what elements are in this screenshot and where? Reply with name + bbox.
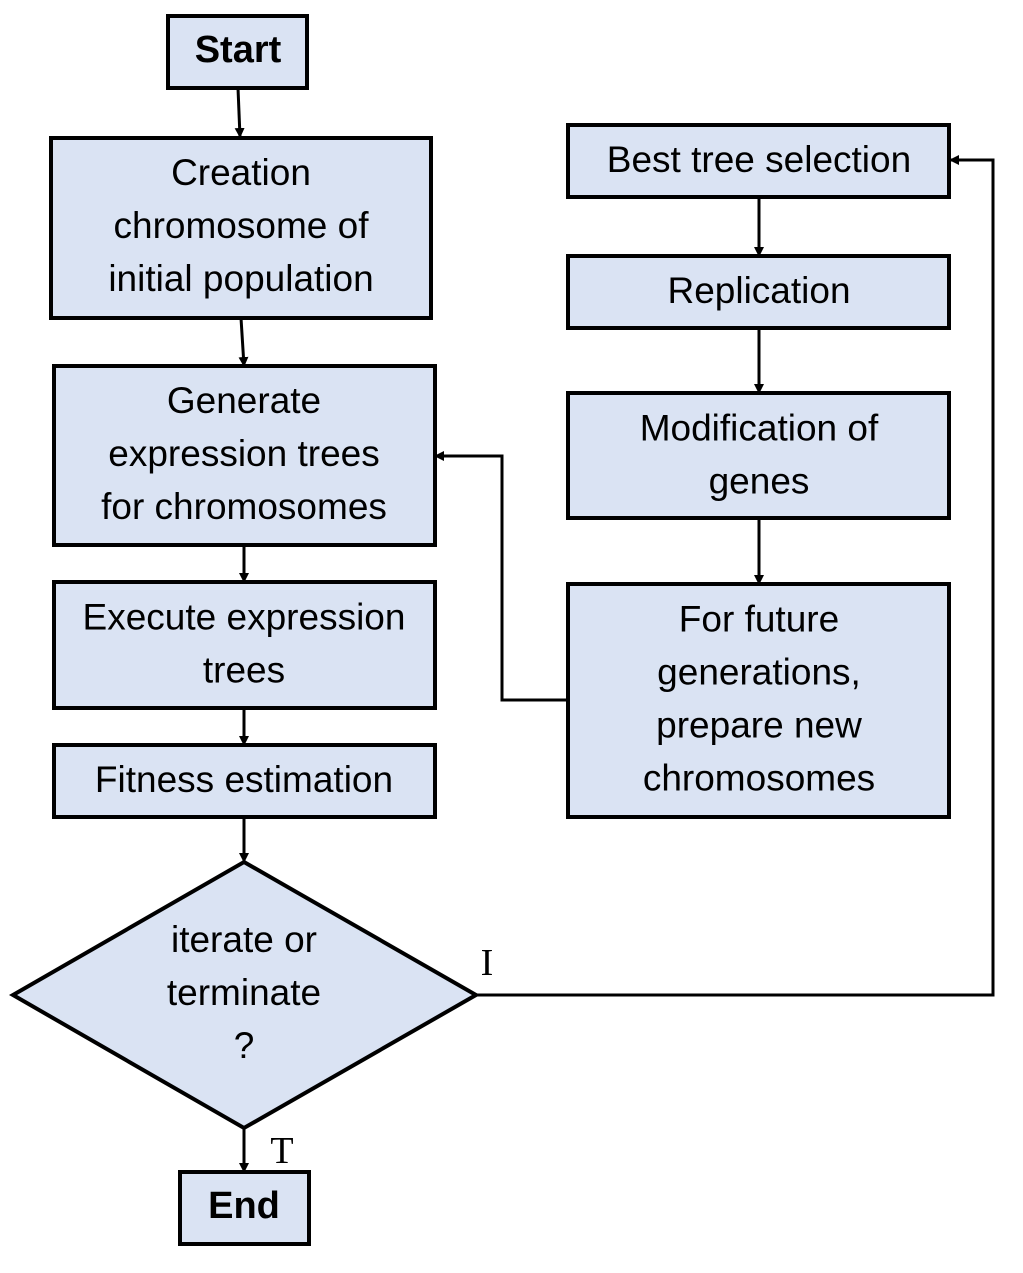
node-future: For future generations, prepare new chromos… — [566, 582, 951, 819]
future-label-line: For future — [679, 598, 839, 639]
decision-label-line: terminate — [167, 972, 321, 1013]
future-label-line: generations, — [657, 651, 861, 692]
edge-label-iterate: I — [481, 942, 494, 984]
svg-text:Fitness estimation: Fitness estimation — [95, 759, 393, 800]
node-best-tree-selection: Best tree selection — [566, 123, 951, 199]
node-decision: iterate or terminate? — [8, 859, 481, 1131]
best-label-line: Best tree selection — [607, 139, 911, 180]
generate-label-line: for chromosomes — [101, 486, 387, 527]
node-fitness: Fitness estimation — [52, 743, 437, 819]
replication-label-line: Replication — [667, 270, 850, 311]
edge-future-to-generate — [434, 451, 568, 702]
edge-label-terminate: T — [270, 1130, 293, 1172]
node-creation: Creation chromosome of initial population — [49, 136, 433, 320]
edge-decision-to-best — [476, 155, 995, 997]
edges — [234, 87, 995, 1173]
future-label-line: chromosomes — [643, 757, 875, 798]
end-label-line: End — [208, 1185, 280, 1227]
node-start: Start — [166, 14, 309, 90]
svg-text:End: End — [208, 1185, 280, 1227]
svg-text:Replication: Replication — [667, 270, 850, 311]
generate-label-line: Generate — [167, 380, 321, 421]
modification-label-line: Modification of — [640, 407, 879, 448]
creation-label-line: initial population — [108, 258, 373, 299]
svg-text:Best tree selection: Best tree selection — [607, 139, 911, 180]
node-end: End — [178, 1170, 311, 1246]
start-label-line: Start — [195, 29, 282, 71]
fitness-label-line: Fitness estimation — [95, 759, 393, 800]
edge-start-to-creation — [234, 87, 245, 138]
decision-label-line: ? — [234, 1025, 255, 1066]
creation-label-line: Creation — [171, 152, 311, 193]
creation-label-line: chromosome of — [114, 205, 370, 246]
decision-label-line: iterate or — [171, 919, 317, 960]
edge-creation-to-generate — [238, 317, 249, 367]
node-generate: Generate expression trees for chromosomes — [52, 364, 437, 547]
svg-text:Start: Start — [195, 29, 282, 71]
node-replication: Replication — [566, 254, 951, 330]
modification-label-line: genes — [709, 460, 810, 501]
node-modification: Modification of genes — [566, 391, 951, 520]
generate-label-line: expression trees — [108, 433, 379, 474]
future-label-line: prepare new — [656, 704, 862, 745]
node-execute: Execute expression trees — [52, 580, 437, 710]
execute-label-line: trees — [203, 649, 285, 690]
execute-label-line: Execute expression — [83, 596, 406, 637]
